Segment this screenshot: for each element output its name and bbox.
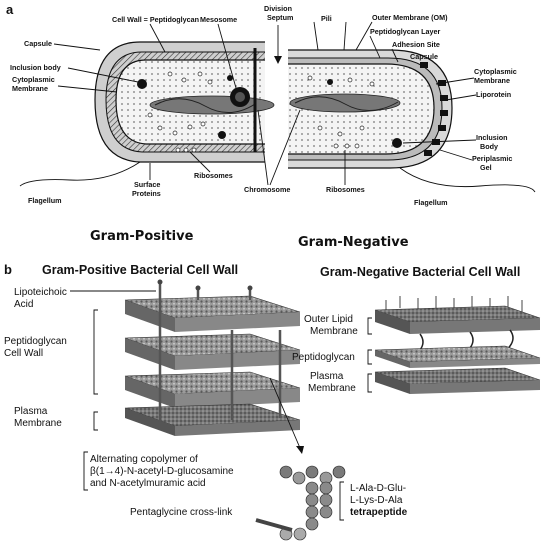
label-peptidoglycan-wall-1: Peptidoglycan <box>4 336 67 347</box>
gram-positive-wall-stack <box>124 279 301 436</box>
label-tetrapeptide-2: L-Lys-D-Ala <box>350 495 403 506</box>
inclusion-body-left <box>137 79 147 89</box>
label-plasma-right-2: Membrane <box>308 383 356 394</box>
label-chromosome: Chromosome <box>244 185 290 194</box>
label-lipoteichoic-1: Lipoteichoic <box>14 287 67 298</box>
label-cytoplasmic-left-1: Cytoplasmic <box>12 75 55 84</box>
label-cytoplasmic-left-2: Membrane <box>12 84 48 93</box>
label-periplasmic-1: Periplasmic <box>472 154 512 163</box>
label-capsule-left: Capsule <box>24 39 52 48</box>
label-ribosomes-left: Ribosomes <box>194 171 233 180</box>
label-ribosomes-right: Ribosomes <box>326 185 365 194</box>
label-cell-wall: Cell Wall = Peptidoglycan <box>112 15 199 24</box>
label-outer-lipid-2: Membrane <box>310 326 358 337</box>
label-liporotein: Liporotein <box>476 90 511 99</box>
label-copolymer-2: β(1→4)-N-acetyl-D-glucosamine <box>90 466 234 477</box>
panel-b-letter: b <box>4 262 12 277</box>
label-adhesion-site: Adhesion Site <box>392 40 440 49</box>
peptidoglycan-molecule <box>255 465 346 541</box>
label-peptidoglycan-layer: Peptidoglycan Layer <box>370 27 441 36</box>
flagellum-right <box>399 167 536 193</box>
label-division: Division <box>264 4 292 13</box>
label-copolymer-3: and N-acetylmuramic acid <box>90 478 206 489</box>
gram-positive-heading: Gram-Positive <box>90 229 194 244</box>
label-inclusion-right-2: Body <box>480 142 498 151</box>
panel-a-letter: a <box>6 2 14 17</box>
gram-negative-cell <box>288 21 453 169</box>
label-tetrapeptide-1: L-Ala-D-Glu- <box>350 483 406 494</box>
label-flagellum-right: Flagellum <box>414 198 448 207</box>
label-septum: Septum <box>267 13 293 22</box>
flagellum-left <box>19 161 141 187</box>
label-inclusion-body-left: Inclusion body <box>10 63 61 72</box>
title-gram-positive-wall: Gram-Positive Bacterial Cell Wall <box>42 263 238 277</box>
inclusion-body-right <box>392 138 402 148</box>
label-inclusion-right-1: Inclusion <box>476 133 508 142</box>
label-flagellum-left: Flagellum <box>28 196 62 205</box>
label-cytoplasmic-right-1: Cytoplasmic <box>474 67 517 76</box>
label-plasma-right-1: Plasma <box>310 371 344 382</box>
label-pentaglycine: Pentaglycine cross-link <box>130 507 233 518</box>
label-surface-1: Surface <box>134 180 160 189</box>
label-copolymer-1: Alternating copolymer of <box>90 454 198 465</box>
gram-positive-cell <box>94 41 275 163</box>
label-cytoplasmic-right-2: Membrane <box>474 76 510 85</box>
label-peptidoglycan-wall-2: Cell Wall <box>4 348 43 359</box>
chromosome-right <box>289 93 401 113</box>
gram-negative-wall-stack <box>374 296 541 394</box>
label-peptidoglycan-right: Peptidoglycan <box>292 352 355 363</box>
label-capsule-right: Capsule <box>410 52 438 61</box>
gram-negative-heading: Gram-Negative <box>298 235 409 250</box>
label-mesosome: Mesosome <box>200 15 237 24</box>
label-lipoteichoic-2: Acid <box>14 299 33 310</box>
label-pili: Pili <box>321 14 332 23</box>
label-tetrapeptide-3: tetrapeptide <box>350 507 408 518</box>
label-periplasmic-2: Gel <box>480 163 492 172</box>
title-gram-negative-wall: Gram-Negative Bacterial Cell Wall <box>320 265 520 279</box>
label-outer-membrane: Outer Membrane (OM) <box>372 13 448 22</box>
label-plasma-left-1: Plasma <box>14 406 48 417</box>
label-surface-2: Proteins <box>132 189 161 198</box>
label-plasma-left-2: Membrane <box>14 418 62 429</box>
label-outer-lipid-1: Outer Lipid <box>304 314 353 325</box>
